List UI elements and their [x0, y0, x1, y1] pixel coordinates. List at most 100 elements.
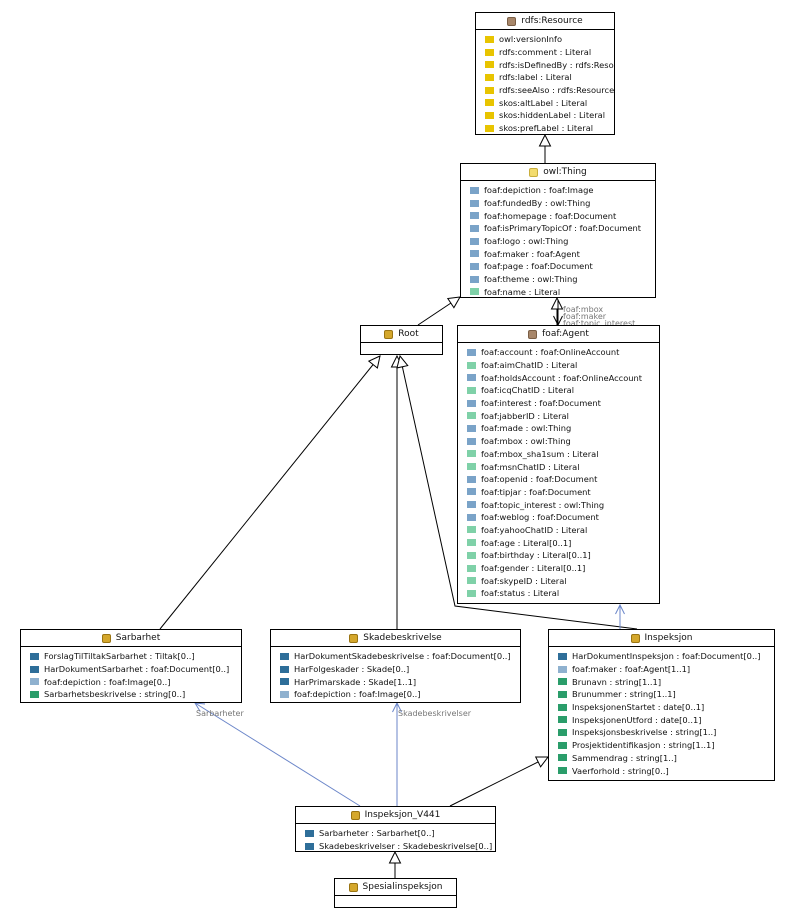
attribute-row[interactable]: foaf:fundedBy : owl:Thing: [461, 197, 655, 210]
attribute-row[interactable]: foaf:account : foaf:OnlineAccount: [458, 346, 659, 359]
class-root[interactable]: Root: [360, 325, 443, 355]
attribute-label: foaf:yahooChatID : Literal: [481, 524, 588, 535]
attribute-icon: [470, 186, 479, 194]
attribute-row[interactable]: foaf:msnChatID : Literal: [458, 460, 659, 473]
attribute-row[interactable]: foaf:yahooChatID : Literal: [458, 524, 659, 537]
attribute-row[interactable]: foaf:depiction : foaf:Image[0..]: [271, 688, 520, 701]
attribute-row[interactable]: foaf:maker : foaf:Agent[1..1]: [549, 663, 774, 676]
attribute-row[interactable]: foaf:depiction : foaf:Image: [461, 184, 655, 197]
attribute-row[interactable]: Skadebeskrivelser : Skadebeskrivelse[0..…: [296, 840, 495, 853]
attribute-row[interactable]: skos:hiddenLabel : Literal: [476, 109, 614, 122]
attribute-row[interactable]: owl:versionInfo: [476, 33, 614, 46]
attribute-icon: [467, 463, 476, 471]
attribute-row[interactable]: Sarbarheter : Sarbarhet[0..]: [296, 827, 495, 840]
edge-root-to-thing-arrowhead: [446, 296, 461, 309]
attribute-row[interactable]: InspeksjonenUtford : date[0..1]: [549, 713, 774, 726]
attribute-row[interactable]: foaf:tipjar : foaf:Document: [458, 486, 659, 499]
class-inspeksjon-v441[interactable]: Inspeksjon_V441 Sarbarheter : Sarbarhet[…: [295, 806, 496, 852]
class-icon: [384, 329, 394, 339]
attribute-row[interactable]: foaf:page : foaf:Document: [461, 260, 655, 273]
attribute-label: foaf:depiction : foaf:Image: [484, 185, 594, 196]
attribute-row[interactable]: foaf:depiction : foaf:Image[0..]: [21, 675, 241, 688]
attribute-row[interactable]: HarFolgeskader : Skade[0..]: [271, 663, 520, 676]
edge-label-sarbarheter: Sarbarheter: [196, 709, 244, 718]
attribute-row[interactable]: foaf:gender : Literal[0..1]: [458, 562, 659, 575]
class-sarbarhet[interactable]: Sarbarhet ForslagTilTiltakSarbarhet : Ti…: [20, 629, 242, 703]
attribute-row[interactable]: foaf:birthday : Literal[0..1]: [458, 549, 659, 562]
edge-v441-to-inspeksjon: [449, 756, 549, 807]
attribute-row[interactable]: HarDokumentInspeksjon : foaf:Document[0.…: [549, 650, 774, 663]
attribute-label: foaf:maker : foaf:Agent: [484, 248, 580, 259]
attribute-icon: [467, 412, 476, 420]
attribute-row[interactable]: foaf:made : owl:Thing: [458, 422, 659, 435]
class-spesialinspeksjon[interactable]: Spesialinspeksjon: [334, 878, 457, 908]
attribute-row[interactable]: skos:altLabel : Literal: [476, 96, 614, 109]
attribute-row[interactable]: rdfs:comment : Literal: [476, 46, 614, 59]
edge-label-skadebeskrivelser: Skadebeskrivelser: [398, 709, 472, 718]
attribute-row[interactable]: foaf:homepage : foaf:Document: [461, 209, 655, 222]
attribute-row[interactable]: foaf:interest : foaf:Document: [458, 397, 659, 410]
attribute-row[interactable]: HarDokumentSkadebeskrivelse : foaf:Docum…: [271, 650, 520, 663]
attribute-row[interactable]: Prosjektidentifikasjon : string[1..1]: [549, 739, 774, 752]
attribute-icon: [467, 450, 476, 458]
attribute-row[interactable]: foaf:maker : foaf:Agent: [461, 247, 655, 260]
class-skadebeskrivelse[interactable]: Skadebeskrivelse HarDokumentSkadebeskriv…: [270, 629, 521, 703]
attribute-row[interactable]: Vaerforhold : string[0..]: [549, 764, 774, 777]
attribute-label: foaf:topic_interest : owl:Thing: [481, 499, 605, 510]
attribute-row[interactable]: foaf:mbox_sha1sum : Literal: [458, 448, 659, 461]
attribute-row[interactable]: foaf:weblog : foaf:Document: [458, 511, 659, 524]
attribute-icon: [467, 361, 476, 369]
attribute-row[interactable]: rdfs:seeAlso : rdfs:Resource: [476, 84, 614, 97]
attribute-row[interactable]: HarDokumentSarbarhet : foaf:Document[0..…: [21, 663, 241, 676]
attribute-row[interactable]: Inspeksjonsbeskrivelse : string[1..]: [549, 726, 774, 739]
class-foaf-agent[interactable]: foaf:Agent foaf:account : foaf:OnlineAcc…: [457, 325, 660, 604]
attribute-icon: [467, 348, 476, 356]
attribute-icon: [467, 374, 476, 382]
class-icon: [528, 329, 538, 339]
edge-label-agent-thing: foaf:topic_interest: [563, 319, 635, 328]
attribute-label: foaf:gender : Literal[0..1]: [481, 563, 586, 574]
attribute-row[interactable]: Brunavn : string[1..1]: [549, 675, 774, 688]
attribute-icon: [280, 665, 289, 673]
attribute-row[interactable]: foaf:isPrimaryTopicOf : foaf:Document: [461, 222, 655, 235]
attribute-row[interactable]: foaf:icqChatID : Literal: [458, 384, 659, 397]
class-inspeksjon[interactable]: Inspeksjon HarDokumentInspeksjon : foaf:…: [548, 629, 775, 781]
edge-v441-to-inspeksjon-arrowhead: [534, 756, 550, 768]
attribute-row[interactable]: foaf:status : Literal: [458, 587, 659, 600]
attribute-row[interactable]: foaf:jabberID : Literal: [458, 409, 659, 422]
attribute-row[interactable]: HarPrimarskade : Skade[1..1]: [271, 675, 520, 688]
class-header: foaf:Agent: [458, 326, 659, 343]
attribute-row[interactable]: skos:prefLabel : Literal: [476, 122, 614, 135]
attribute-row[interactable]: foaf:mbox : owl:Thing: [458, 435, 659, 448]
attribute-row[interactable]: rdfs:isDefinedBy : rdfs:Resource: [476, 58, 614, 71]
attribute-row[interactable]: ForslagTilTiltakSarbarhet : Tiltak[0..]: [21, 650, 241, 663]
attribute-label: foaf:birthday : Literal[0..1]: [481, 550, 591, 561]
attribute-row[interactable]: foaf:age : Literal[0..1]: [458, 536, 659, 549]
attribute-row[interactable]: foaf:name : Literal: [461, 286, 655, 299]
class-header: Sarbarhet: [21, 630, 241, 647]
attribute-row[interactable]: foaf:theme : owl:Thing: [461, 273, 655, 286]
attribute-row[interactable]: foaf:topic_interest : owl:Thing: [458, 498, 659, 511]
attribute-row[interactable]: foaf:holdsAccount : foaf:OnlineAccount: [458, 371, 659, 384]
attribute-label: InspeksjonenStartet : date[0..1]: [572, 702, 705, 713]
attribute-row[interactable]: Sammendrag : string[1..]: [549, 752, 774, 765]
attribute-icon: [467, 386, 476, 394]
attribute-label: foaf:weblog : foaf:Document: [481, 512, 599, 523]
attribute-row[interactable]: foaf:logo : owl:Thing: [461, 235, 655, 248]
attribute-row[interactable]: foaf:skypeID : Literal: [458, 574, 659, 587]
attribute-icon: [467, 539, 476, 547]
attribute-row[interactable]: Brunummer : string[1..1]: [549, 688, 774, 701]
attribute-icon: [470, 275, 479, 283]
class-header: Inspeksjon_V441: [296, 807, 495, 824]
attribute-row[interactable]: foaf:aimChatID : Literal: [458, 359, 659, 372]
attribute-row[interactable]: rdfs:label : Literal: [476, 71, 614, 84]
class-name: Root: [398, 329, 419, 339]
attribute-row[interactable]: InspeksjonenStartet : date[0..1]: [549, 701, 774, 714]
attribute-label: rdfs:isDefinedBy : rdfs:Resource: [499, 59, 614, 70]
attribute-row[interactable]: Sarbarhetsbeskrivelse : string[0..]: [21, 688, 241, 701]
attribute-row[interactable]: foaf:openid : foaf:Document: [458, 473, 659, 486]
attribute-label: Inspeksjonsbeskrivelse : string[1..]: [572, 727, 717, 738]
attribute-icon: [467, 475, 476, 483]
